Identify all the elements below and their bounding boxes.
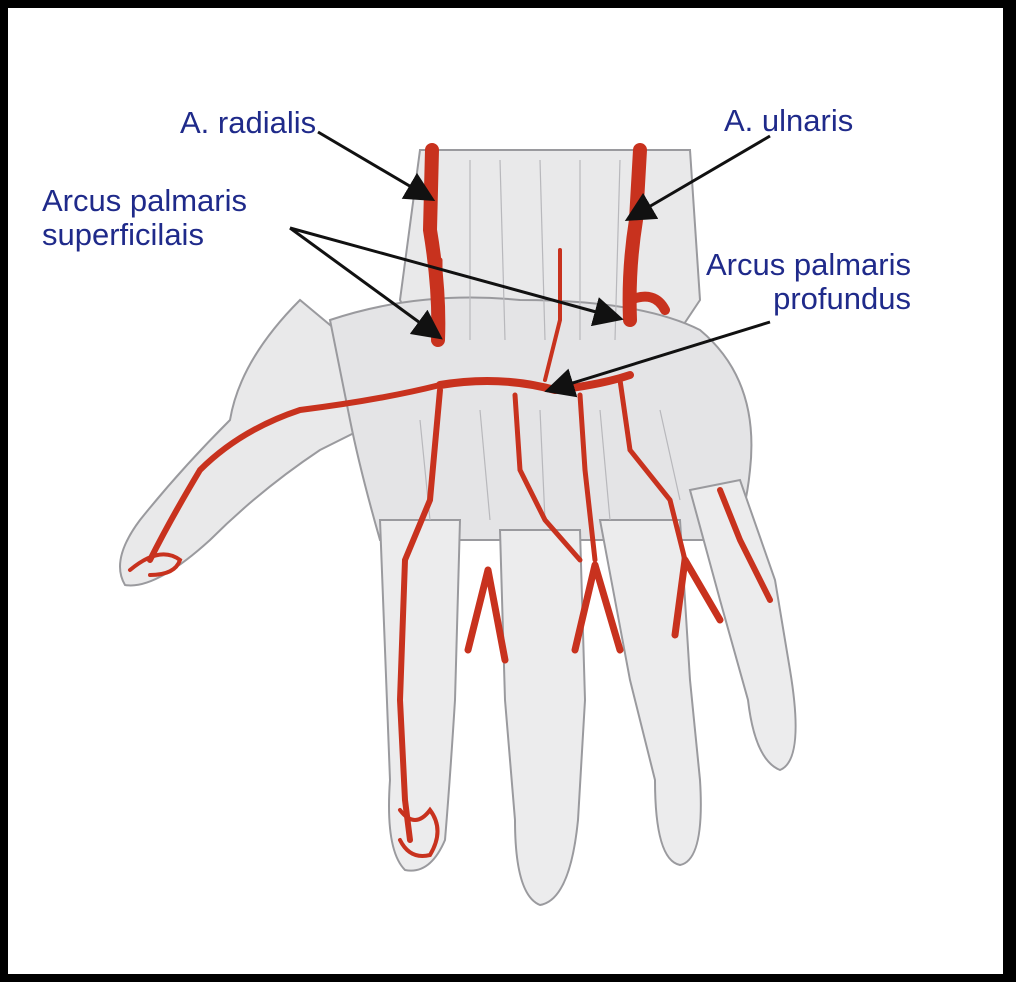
label-a-radialis: A. radialis	[180, 106, 316, 140]
label-superficialis-line2: superficilais	[42, 218, 247, 252]
label-arcus-palmaris-superficialis: Arcus palmaris superficilais	[42, 184, 247, 252]
label-profundus-line2: profundus	[706, 282, 911, 316]
hand-silhouette	[120, 150, 796, 905]
label-superficialis-line1: Arcus palmaris	[42, 184, 247, 218]
label-a-ulnaris: A. ulnaris	[724, 104, 853, 138]
label-arcus-palmaris-profundus: Arcus palmaris profundus	[706, 248, 911, 316]
label-profundus-line1: Arcus palmaris	[706, 248, 911, 282]
arrow-a-radialis	[318, 132, 430, 198]
